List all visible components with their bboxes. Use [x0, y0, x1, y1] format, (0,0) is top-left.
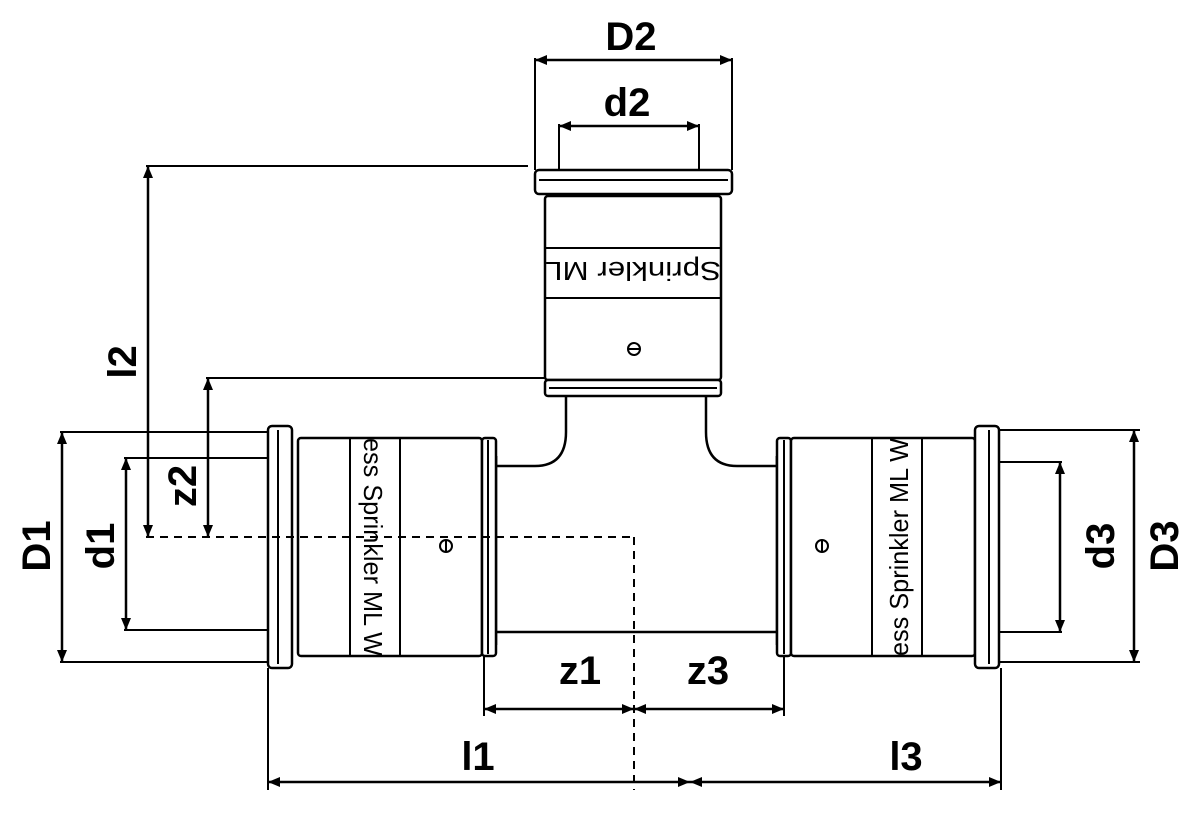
right-sleeve: ess Sprinkler ML W	[775, 424, 1140, 670]
label-D1: D1	[15, 520, 59, 571]
label-l2: l2	[101, 345, 145, 378]
label-d2: d2	[604, 81, 651, 125]
centerlines	[146, 536, 635, 790]
tee-body-top-outline	[494, 396, 779, 468]
tee-body	[494, 396, 779, 645]
dimension-arrows	[57, 55, 1139, 787]
dimension-labels: D2 d2 l2 z2 D1 d1 d3 D3 z1 z3 l1 l3	[15, 15, 1187, 779]
extension-lines	[124, 58, 1062, 790]
label-z3: z3	[687, 649, 729, 693]
label-d1: d1	[79, 523, 123, 570]
top-sleeve: Sprinkler ML	[533, 168, 734, 398]
left-sleeve: ess Sprinkler ML W	[60, 424, 498, 670]
top-sleeve-marking: Sprinkler ML	[545, 256, 721, 286]
label-z2: z2	[161, 465, 205, 507]
label-l3: l3	[889, 735, 922, 779]
label-D3: D3	[1143, 520, 1187, 571]
label-l1: l1	[461, 735, 494, 779]
label-D2: D2	[605, 15, 656, 59]
label-d3: d3	[1079, 523, 1123, 570]
right-sleeve-marking: ess Sprinkler ML W	[884, 438, 914, 656]
left-sleeve-marking: ess Sprinkler ML W	[358, 438, 388, 656]
label-z1: z1	[559, 649, 601, 693]
